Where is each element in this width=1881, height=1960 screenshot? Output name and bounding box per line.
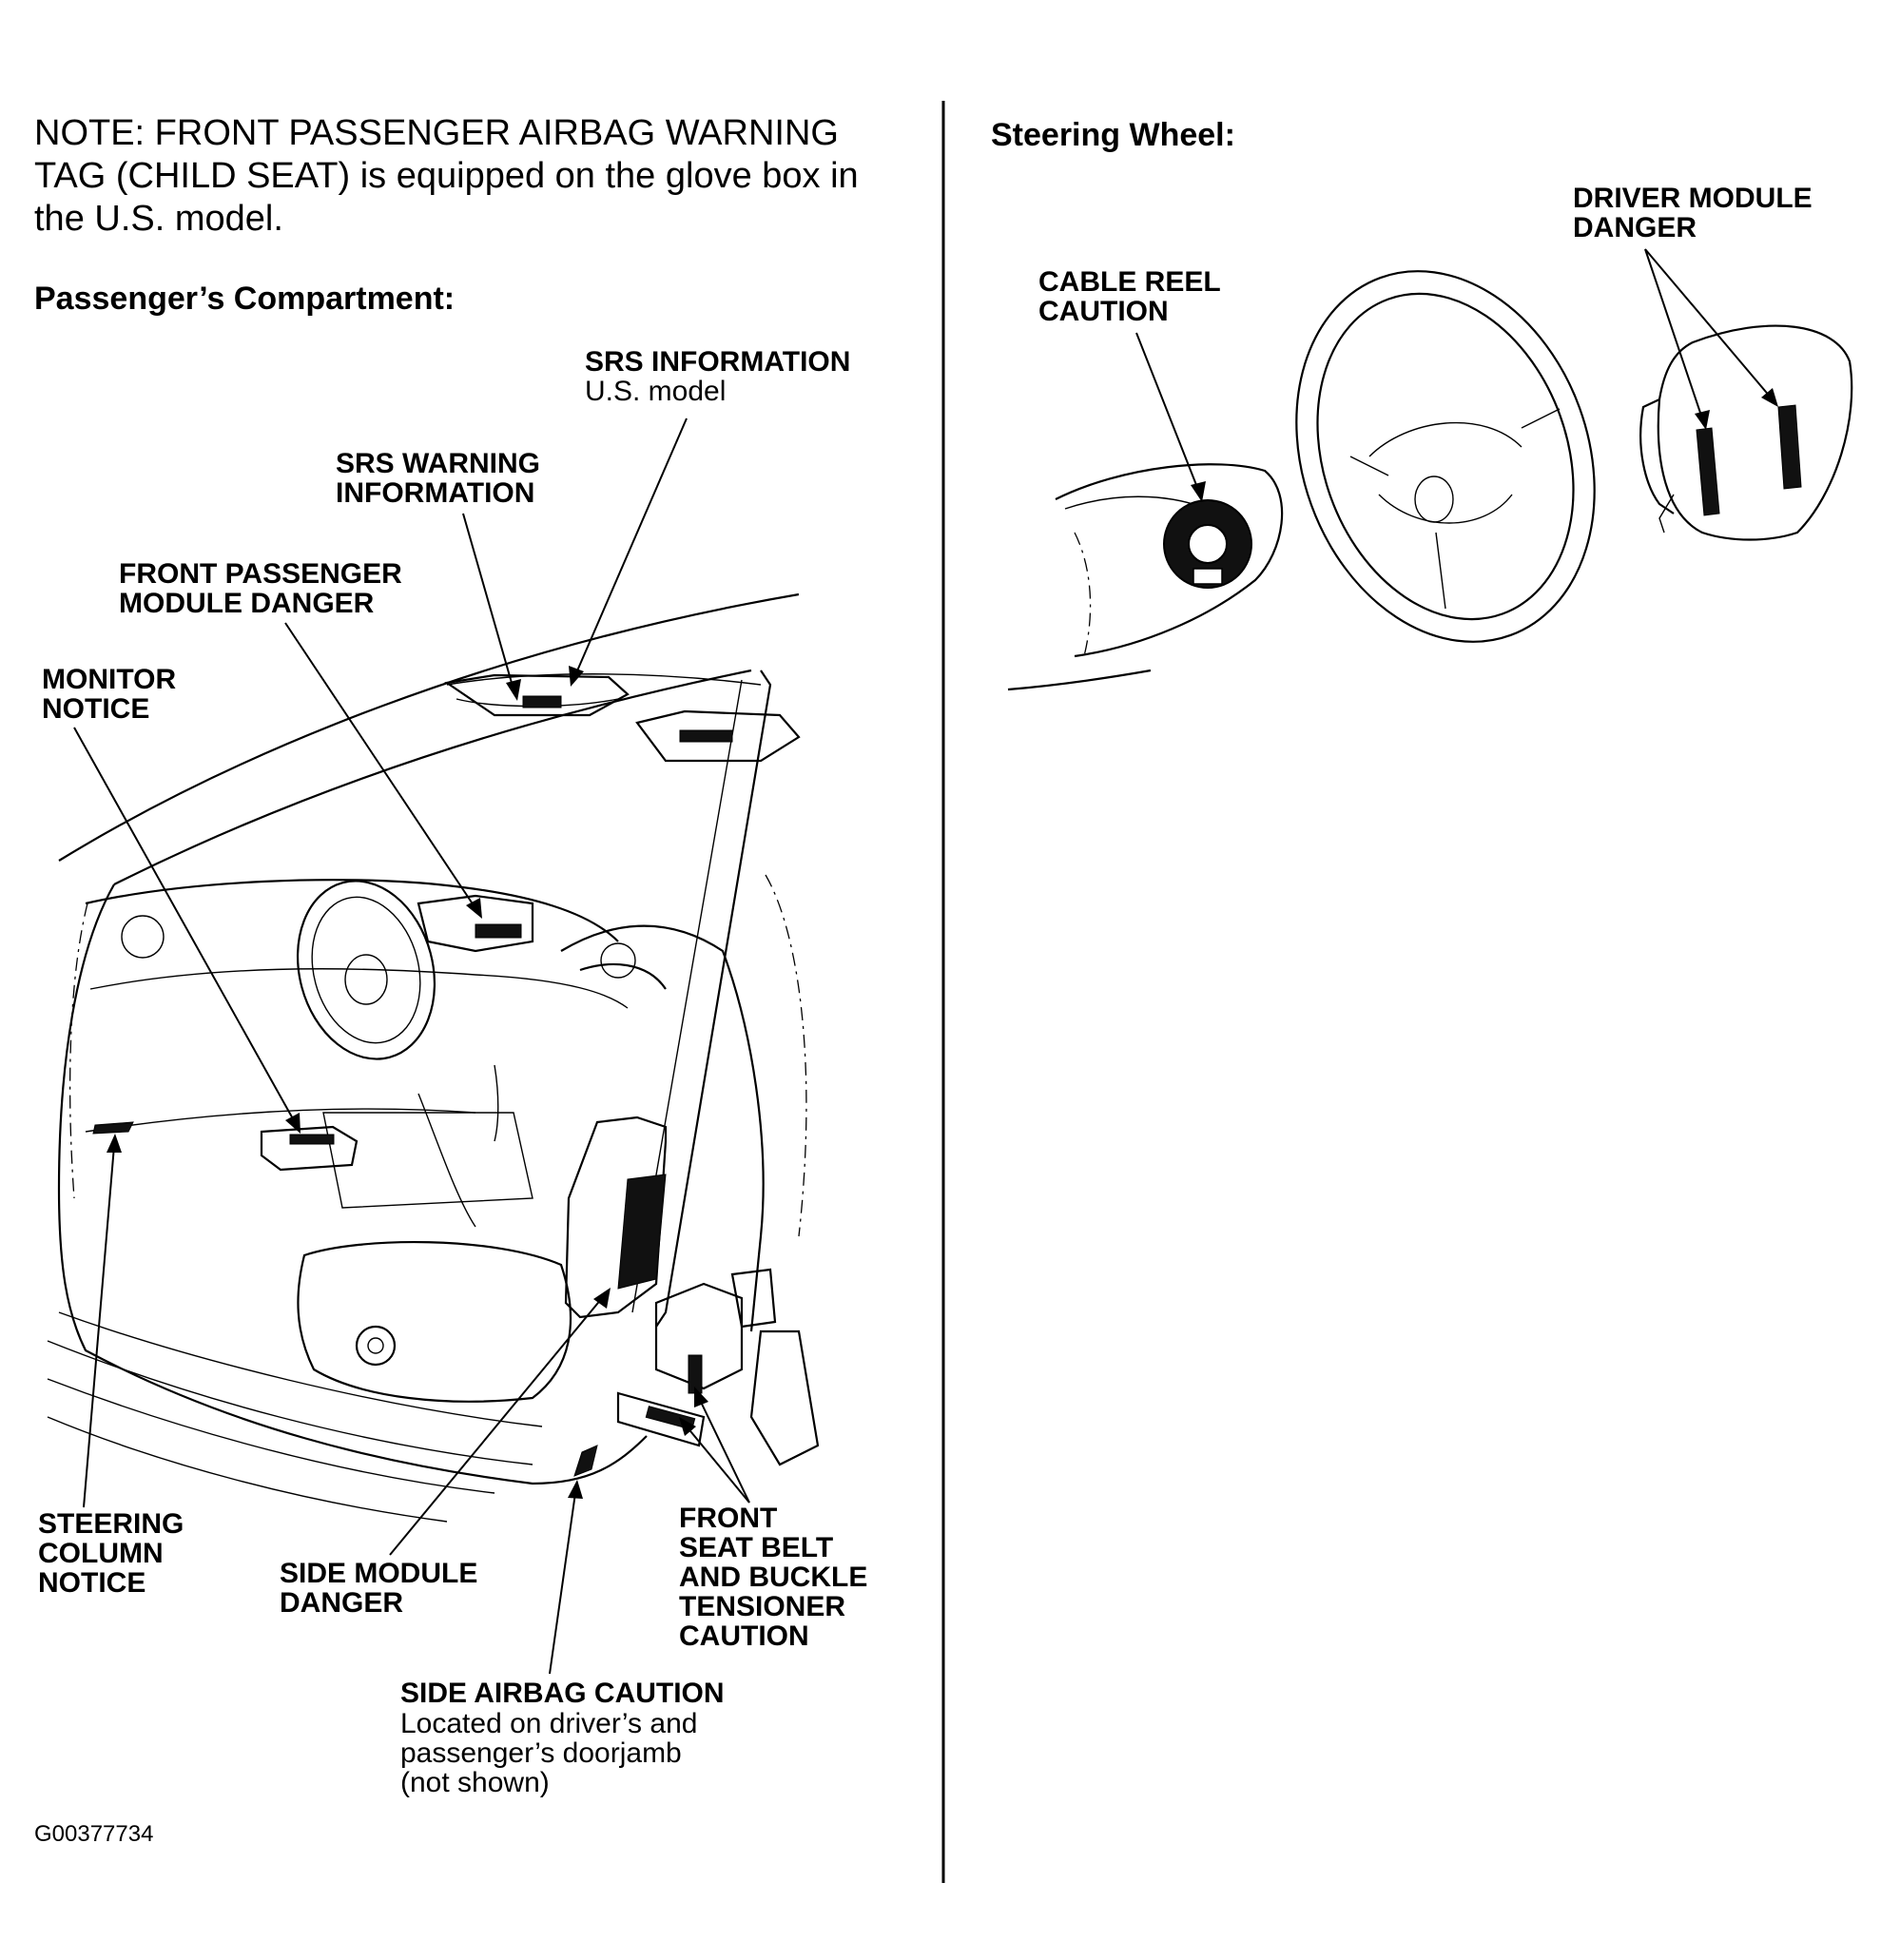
- label-side-airbag-caution-sub: Located on driver’s and passenger’s door…: [400, 1708, 698, 1798]
- label-srs-information-sub: U.S. model: [585, 376, 727, 407]
- note-text: NOTE: FRONT PASSENGER AIRBAG WARNING TAG…: [34, 113, 859, 239]
- label-front-seat-belt-caution: FRONT SEAT BELT AND BUCKLE TENSIONER CAU…: [679, 1503, 868, 1652]
- label-side-airbag-caution: SIDE AIRBAG CAUTION: [400, 1678, 725, 1709]
- label-cable-reel-caution: CABLE REEL CAUTION: [1038, 266, 1221, 327]
- leader-lines-steering: [1135, 248, 1778, 502]
- label-side-module-danger: SIDE MODULE DANGER: [280, 1558, 478, 1619]
- section-title-steering-wheel: Steering Wheel:: [991, 117, 1235, 153]
- section-title-passenger-compartment: Passenger’s Compartment:: [34, 281, 456, 317]
- steering-wheel-illustration: [1007, 270, 1853, 691]
- label-driver-module-danger: DRIVER MODULE DANGER: [1573, 183, 1813, 243]
- label-steering-column-notice: STEERING COLUMN NOTICE: [38, 1508, 184, 1599]
- label-srs-warning-information: SRS WARNING INFORMATION: [336, 448, 541, 509]
- passenger-compartment-illustration: [47, 592, 820, 1523]
- label-srs-information: SRS INFORMATION: [585, 346, 851, 378]
- label-monitor-notice: MONITOR NOTICE: [42, 664, 177, 725]
- leader-lines-passenger: [73, 417, 750, 1675]
- figure-code: G00377734: [34, 1821, 154, 1847]
- label-front-passenger-module-danger: FRONT PASSENGER MODULE DANGER: [119, 558, 402, 619]
